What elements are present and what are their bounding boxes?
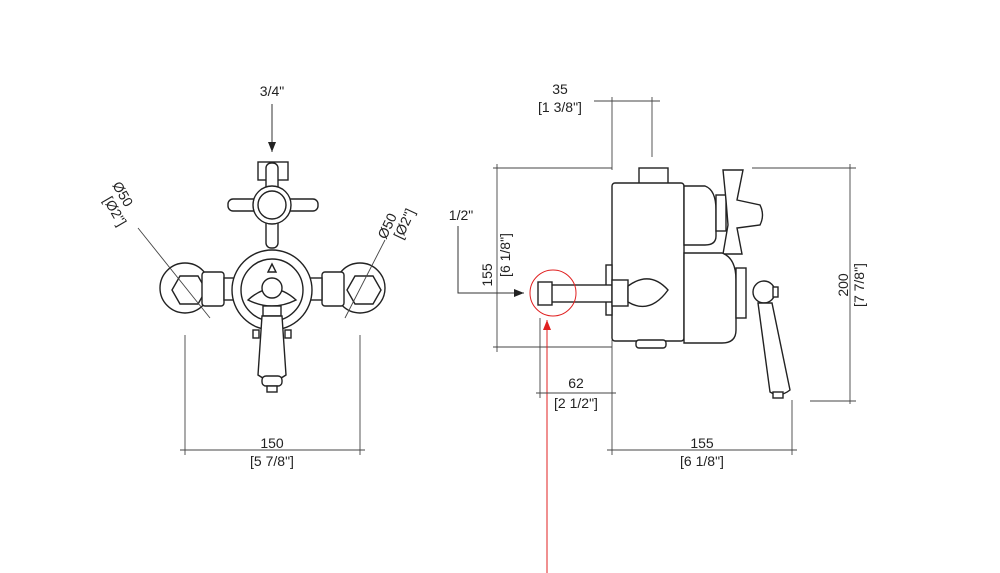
right-diameter-in: [Ø2"] <box>390 206 418 241</box>
outlet-size-label: 1/2" <box>449 207 473 223</box>
projection-in: [6 1/8"] <box>680 453 724 469</box>
top-inlet-fitting <box>227 161 319 249</box>
width-in: [5 7/8"] <box>250 453 294 469</box>
lever-handle <box>757 302 791 396</box>
outlet-highlight-circle <box>529 269 577 317</box>
right-diameter-leader <box>344 239 386 319</box>
width-mm: 150 <box>260 435 284 451</box>
side-view: 35 [1 3/8"] 200 [7 7/8"] 155 [6 1/8"] 1/… <box>449 81 867 573</box>
left-wall-flange <box>159 262 237 314</box>
outlet-offset-mm: 62 <box>568 375 584 391</box>
depth-top-in: [1 3/8"] <box>538 99 582 115</box>
height-mm: 200 <box>835 273 851 297</box>
front-view: 3/4" <box>100 83 418 469</box>
outlet-offset-in: [2 1/2"] <box>554 395 598 411</box>
inlet-size-label: 3/4" <box>260 83 284 99</box>
left-diameter-leader <box>137 227 211 319</box>
outlet-nut <box>537 281 553 306</box>
outlet-height-mm: 155 <box>479 263 495 287</box>
height-in: [7 7/8"] <box>851 263 867 307</box>
valve-body <box>537 167 791 399</box>
outlet-arrow <box>457 226 524 297</box>
projection-mm: 155 <box>690 435 714 451</box>
right-wall-flange <box>309 262 386 314</box>
depth-top-mm: 35 <box>552 81 568 97</box>
cross-handle <box>722 169 764 255</box>
thermostat-body <box>231 249 313 393</box>
outlet-height-in: [6 1/8"] <box>497 233 513 277</box>
